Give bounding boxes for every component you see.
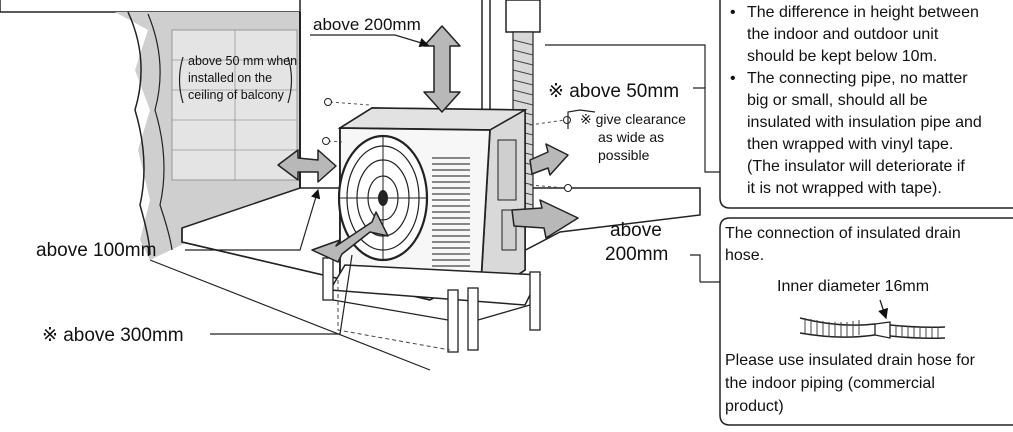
leader-lines [185,18,720,335]
top-clearance-arrow [423,25,461,113]
bullet-2-line-6: it is not wrapped with tape). [747,180,942,197]
right-clearance-arrow [511,199,579,239]
above-200mm-top-label: above 200mm [313,15,421,34]
drain-title-line-1: The connection of insulated drain [725,225,961,242]
title-box-fragment [0,0,301,13]
above-100mm-label: above 100mm [36,240,156,261]
outdoor-unit [337,107,528,302]
notes-text: • The difference in height between the i… [725,4,982,415]
bullet-1-line-1: The difference in height between [747,4,979,21]
drain-note-line-1: Please use insulated drain hose for [725,352,976,369]
notes-box-top [719,0,1013,209]
clearance-note-line-3: possible [598,147,650,163]
bolts [322,98,572,192]
drain-hose-illustration [799,299,946,339]
bullet-1-line-2: the indoor and outdoor unit [747,26,939,43]
bullet-2-line-1: The connecting pipe, no matter [747,70,968,87]
wall [115,11,301,260]
bullet-2-line-4: then wrapped with vinyl tape. [747,136,953,153]
above-300mm-label: ※ above 300mm [42,325,184,346]
drain-title-line-2: hose. [725,247,764,264]
inner-diameter-label: Inner diameter 16mm [777,278,929,295]
clearance-note: ※ give clearance as wide as possible [580,111,686,163]
balcony-note-line-1: above 50 mm when [188,54,297,68]
bullet-2-marker: • [730,70,736,87]
clearance-note-line-1: ※ give clearance [580,111,686,127]
above-200mm-right-line-1: above [610,220,662,241]
balcony-note-line-2: installed on the [188,71,272,85]
balcony-note-line-3: ceiling of balcony [188,88,285,102]
clearance-arrows [277,25,579,263]
balcony-note: above 50 mm when installed on the ceilin… [178,54,297,104]
drain-note-line-2: the indoor piping (commercial [725,375,935,392]
rear-clearance-arrow [529,143,569,176]
bullet-2-line-2: big or small, should all be [747,92,928,109]
bullet-1-marker: • [730,4,736,21]
left-clearance-arrow [277,149,337,183]
bullet-1-line-3: should be kept below 10m. [747,48,937,65]
bullet-2-line-3: insulated with insulation pipe and [747,114,982,131]
drain-note-line-3: product) [725,398,784,415]
bullet-2-line-5: (The insulator will deteriorate if [747,158,965,175]
above-200mm-right-line-2: 200mm [605,244,668,265]
unit-stand [322,257,542,353]
above-50mm-label: ※ above 50mm [548,81,679,102]
clearance-note-line-2: as wide as [598,129,664,145]
front-clearance-arrow [311,211,389,263]
notes-box-bottom [719,217,1013,426]
